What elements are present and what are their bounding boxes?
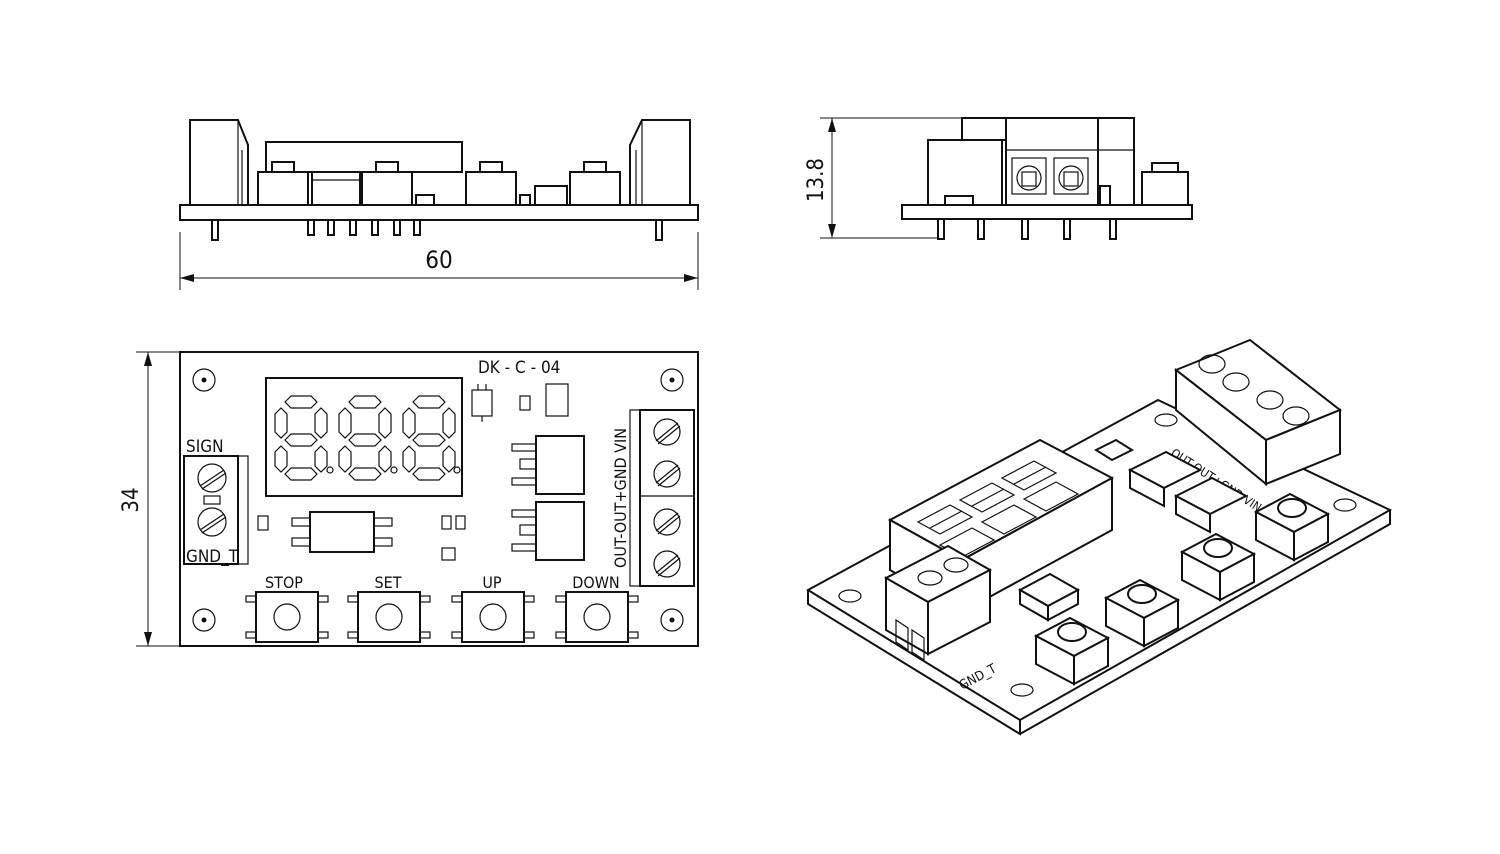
front-pins (211, 219, 663, 241)
side-view: 13.8 (804, 117, 1193, 240)
mounting-holes (192, 368, 684, 632)
isometric-view: GND_T OUT-OUT+GND VIN (806, 338, 1393, 736)
seven-segment-display (265, 377, 463, 497)
button-label-stop: STOP (265, 573, 303, 592)
top-buttons (245, 591, 639, 643)
button-label-up: UP (482, 573, 502, 592)
smd-components (257, 383, 569, 561)
right-terminal-block (629, 409, 695, 587)
optocoupler (291, 511, 393, 553)
terminal-label-right: OUT-OUT+GND VIN (611, 428, 630, 568)
front-buttons (257, 161, 621, 206)
terminal-label-sign: SIGN (186, 437, 224, 457)
iso-buttons (1033, 492, 1331, 686)
terminal-label-gnd-t: GND_T (186, 547, 239, 567)
board-model-label: DK - C - 04 (478, 358, 560, 378)
button-label-set: SET (374, 573, 401, 592)
left-terminal-block (183, 455, 249, 565)
mosfets (511, 435, 585, 561)
button-label-down: DOWN (572, 573, 619, 592)
top-view: DK - C - 04 (119, 351, 699, 647)
front-view: 60 (179, 119, 699, 290)
dimension-height: 13.8 (804, 158, 829, 202)
dimension-length: 60 (425, 246, 452, 274)
dimension-width: 34 (119, 487, 144, 512)
